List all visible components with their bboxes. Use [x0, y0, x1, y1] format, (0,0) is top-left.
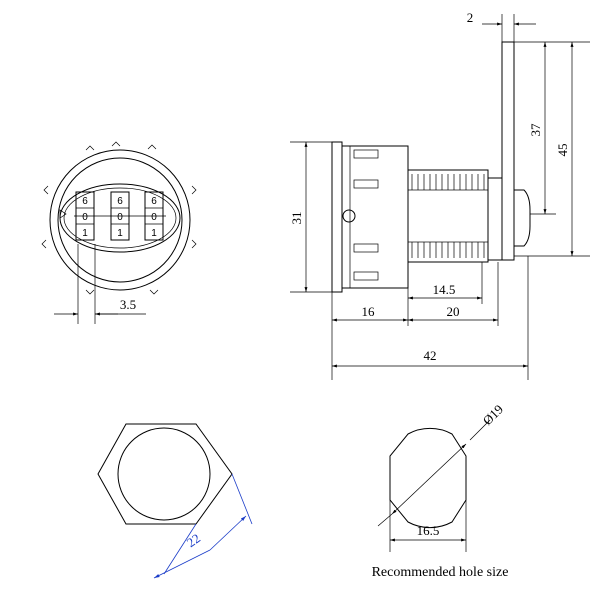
cam-nut: [513, 189, 531, 247]
dim-label: 3.5: [120, 297, 136, 312]
keyhole: [342, 209, 356, 223]
dial-digit: 0: [82, 212, 88, 223]
dim-flange-dia: 31: [289, 141, 332, 293]
flange-face: [331, 141, 343, 293]
hex-nut-bore: [117, 427, 211, 521]
dim-label: 31: [289, 212, 304, 225]
dial-digit: 6: [151, 196, 157, 207]
hole-view: Ø19 16.5 Recommended hole size: [372, 402, 509, 580]
knurl-bumps: [41, 141, 197, 295]
dim-flange-len: 16: [331, 292, 409, 380]
dial-digit: 6: [117, 196, 123, 207]
dim-label: 16: [362, 304, 376, 319]
dim-hole-dia: Ø19: [377, 402, 506, 527]
dim-label: 22: [184, 530, 203, 550]
dial-digit: 1: [82, 228, 88, 239]
side-view: 2 37 45 31: [289, 10, 590, 380]
dim-cam-thickness: 2: [467, 10, 536, 42]
dim-thread: 14.5: [407, 262, 483, 304]
dim-label: 37: [528, 123, 543, 137]
dial-digit: 1: [117, 228, 123, 239]
dim-body-len: 20: [408, 262, 499, 326]
hex-view: 22: [97, 423, 253, 579]
hole-caption: Recommended hole size: [372, 565, 509, 580]
hole-outline: [389, 427, 467, 529]
dim-label: 16.5: [417, 523, 440, 538]
dim-dial-offset: 3.5: [54, 244, 146, 324]
pointer-icon: [59, 209, 67, 219]
dim-cam-inner: 37: [514, 41, 590, 215]
dim-label: 20: [447, 304, 460, 319]
dim-hole-flat: 16.5: [389, 500, 467, 552]
dim-label: 42: [424, 348, 437, 363]
collar: [487, 177, 503, 261]
flange-body: [341, 145, 409, 289]
front-view: 6 0 1 6 0 1 6 0 1: [41, 141, 197, 324]
dial-window-inner: [63, 187, 177, 249]
dim-label: 14.5: [433, 282, 456, 297]
dim-hex: 22: [153, 473, 253, 579]
dial-digit: 6: [82, 196, 88, 207]
front-inner-ring: [57, 157, 183, 283]
dial-digit: 0: [117, 212, 123, 223]
dim-label: 45: [555, 144, 570, 157]
dial-digit: 1: [151, 228, 157, 239]
dim-label: Ø19: [480, 402, 506, 428]
cam-plate: [501, 41, 515, 261]
dial-digit: 0: [151, 212, 157, 223]
dim-cam-outer: 45: [514, 42, 590, 257]
dim-label: 2: [467, 10, 474, 25]
threaded-barrel: [407, 169, 489, 263]
front-outer-ring: [49, 149, 191, 291]
dim-total-len: 42: [332, 256, 529, 380]
